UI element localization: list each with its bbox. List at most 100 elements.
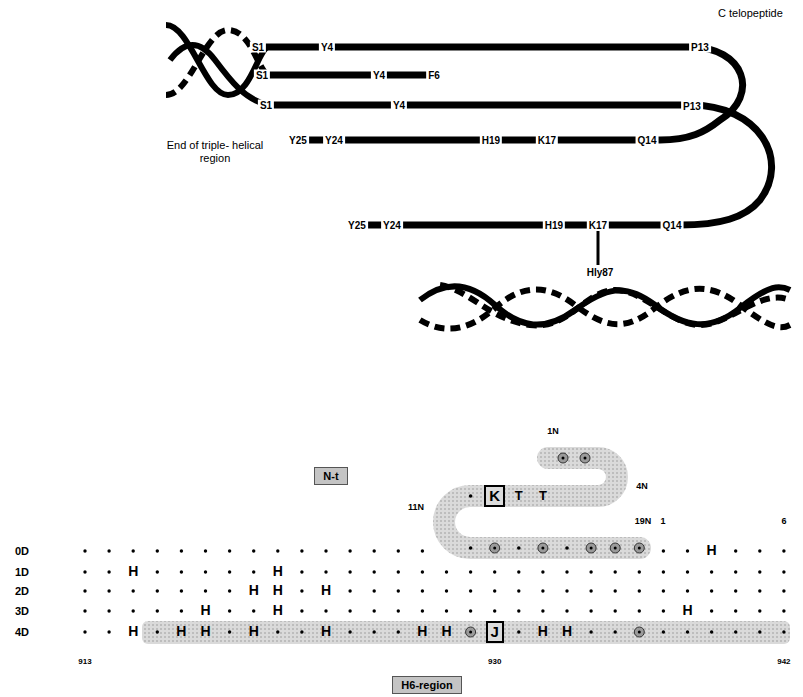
residue-letter: H [249,624,259,639]
grid-dot [324,570,327,573]
grid-dot [300,589,303,592]
grid-dot [324,549,327,552]
grid-dot [758,570,761,573]
node-text: J [491,623,499,640]
grid-dot [252,549,255,552]
grid-dot [686,570,689,573]
residue-number: 913 [78,658,91,667]
grid-dot [782,549,785,552]
grid-dot [300,570,303,573]
residue-label: K17 [536,135,558,146]
grid-dot [132,549,135,552]
grid-dot [710,570,713,573]
residue-letter: H [273,564,283,579]
grid-dot [758,589,761,592]
residue-label: Y24 [323,135,345,146]
grid-dot [83,570,86,573]
grid-dot [662,609,665,612]
grid-dot [348,609,351,612]
grid-dot [445,589,448,592]
grid-dot [710,630,713,633]
residue-letter: H [321,624,331,639]
grid-dot [300,549,303,552]
grid-dot [734,549,737,552]
grid-dot [397,549,400,552]
position-label: 1 [660,517,665,527]
grid-dot [397,630,400,633]
grid-dot [107,630,110,633]
grid-dot [565,570,568,573]
residue-box: J [486,621,504,642]
grid-dot [782,609,785,612]
grid-dot [228,589,231,592]
grid-dot [565,589,568,592]
residue-letter: H [273,603,283,618]
residue-label: P13 [681,101,703,112]
grid-dot [348,630,351,633]
grid-dot [662,589,665,592]
grid-dot [445,609,448,612]
residue-letter: H [538,624,548,639]
grid-dot [83,589,86,592]
telopeptide-strand [262,47,772,225]
grid-dot [589,630,592,633]
residue-symbols [466,453,645,637]
grid-dot [541,570,544,573]
grid-dot [397,609,400,612]
grid-dot [638,589,641,592]
grid-dot [734,570,737,573]
row-label: 4D [15,626,29,638]
residue-label: H19 [543,220,565,231]
grid-dot [758,609,761,612]
position-label: 1N [547,427,559,437]
grid-dot [132,609,135,612]
grid-dot [493,609,496,612]
grid-dot [565,609,568,612]
row-label: 2D [15,585,29,597]
residue-letter: H [128,624,138,639]
position-label: 4N [636,482,648,492]
grid-dot [180,549,183,552]
grid-dot [614,570,617,573]
grid-dot [252,609,255,612]
grid-dot [686,589,689,592]
grid-dot [300,630,303,633]
grid-dot [710,589,713,592]
triple-helix [420,285,790,329]
residue-box: K [484,485,505,506]
grid-dot [107,549,110,552]
grid-dot [373,549,376,552]
grid-dot [421,570,424,573]
region-box: H6-region [392,676,461,695]
node-text: N-t [323,470,338,482]
grid-dot [156,609,159,612]
residue-letter: T [515,489,523,503]
residue-label: Y25 [346,220,368,231]
grid-dot [734,630,737,633]
grid-dot [686,630,689,633]
node-text: H6-region [401,679,452,691]
grid-dot [517,570,520,573]
grid-dot [758,630,761,633]
residue-label: Y24 [381,220,403,231]
row-label: 0D [15,545,29,557]
grid-dot [782,630,785,633]
grid-dot [156,589,159,592]
residue-label: Y25 [287,135,309,146]
grid-dot [614,589,617,592]
residue-label: H19 [480,135,502,146]
grid-dot [373,570,376,573]
grid-dot [469,609,472,612]
residue-label: S1 [254,70,270,81]
grid-dot [445,570,448,573]
grid-dot [782,589,785,592]
triple-helix [166,25,268,105]
row-label: 1D [15,566,29,578]
residue-label: P13 [689,42,711,53]
residue-letter: H [321,583,331,598]
grid-dot [300,609,303,612]
grid-dot [228,549,231,552]
grid-dot [228,570,231,573]
residue-label: F6 [426,70,442,81]
